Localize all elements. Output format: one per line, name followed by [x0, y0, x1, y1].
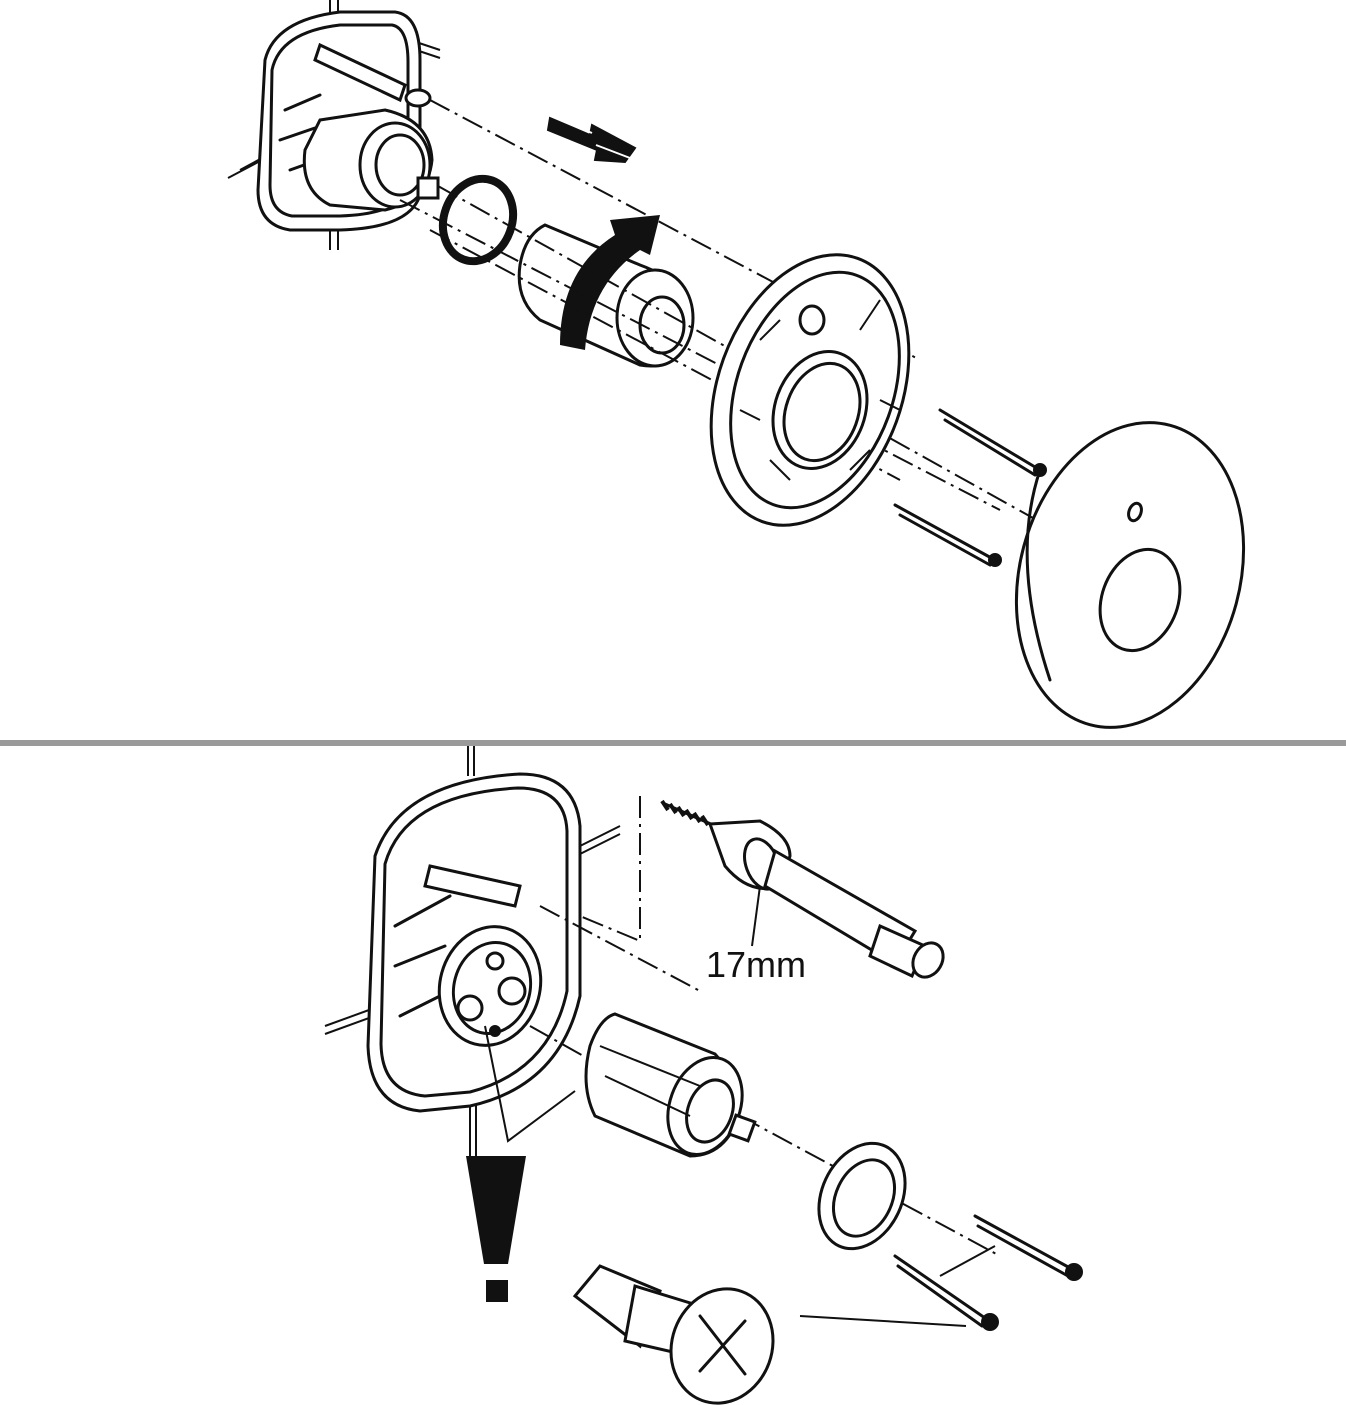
screw-leader-lines	[939, 1245, 996, 1277]
spindle-guide-lines	[579, 796, 641, 943]
wrench-size-label: 17mm	[706, 944, 807, 985]
top-exploded-view	[227, 0, 1246, 729]
mounting-plate	[709, 253, 911, 527]
escutcheon-plate	[1014, 421, 1246, 729]
cartridge	[584, 1012, 757, 1158]
pull-direction-arrow-icon	[546, 115, 637, 164]
cross-bit-tool-icon	[572, 1264, 775, 1405]
screw-upper	[973, 1214, 1083, 1281]
mounting-screw-upper	[938, 408, 1047, 477]
cartridge-installed	[302, 108, 440, 212]
stop-valve-spindle	[660, 799, 945, 979]
retaining-ring	[817, 1141, 907, 1251]
tool-leader-line	[799, 1315, 967, 1327]
o-ring	[438, 174, 518, 266]
bottom-panel-remove-cartridge: 17mm	[0, 746, 1346, 1405]
rotate-arrow-icon	[560, 215, 660, 350]
top-panel-remove-trim	[227, 0, 1246, 729]
mounting-screw-lower	[893, 503, 1002, 567]
panel-divider	[0, 740, 1346, 746]
screw-lower	[893, 1254, 999, 1331]
wrench-size-leader	[751, 885, 761, 947]
bottom-exploded-view	[324, 746, 1083, 1405]
warning-leader-lines	[484, 1025, 576, 1143]
warning-exclamation-icon	[466, 1156, 526, 1302]
valve-body-face	[437, 925, 543, 1047]
